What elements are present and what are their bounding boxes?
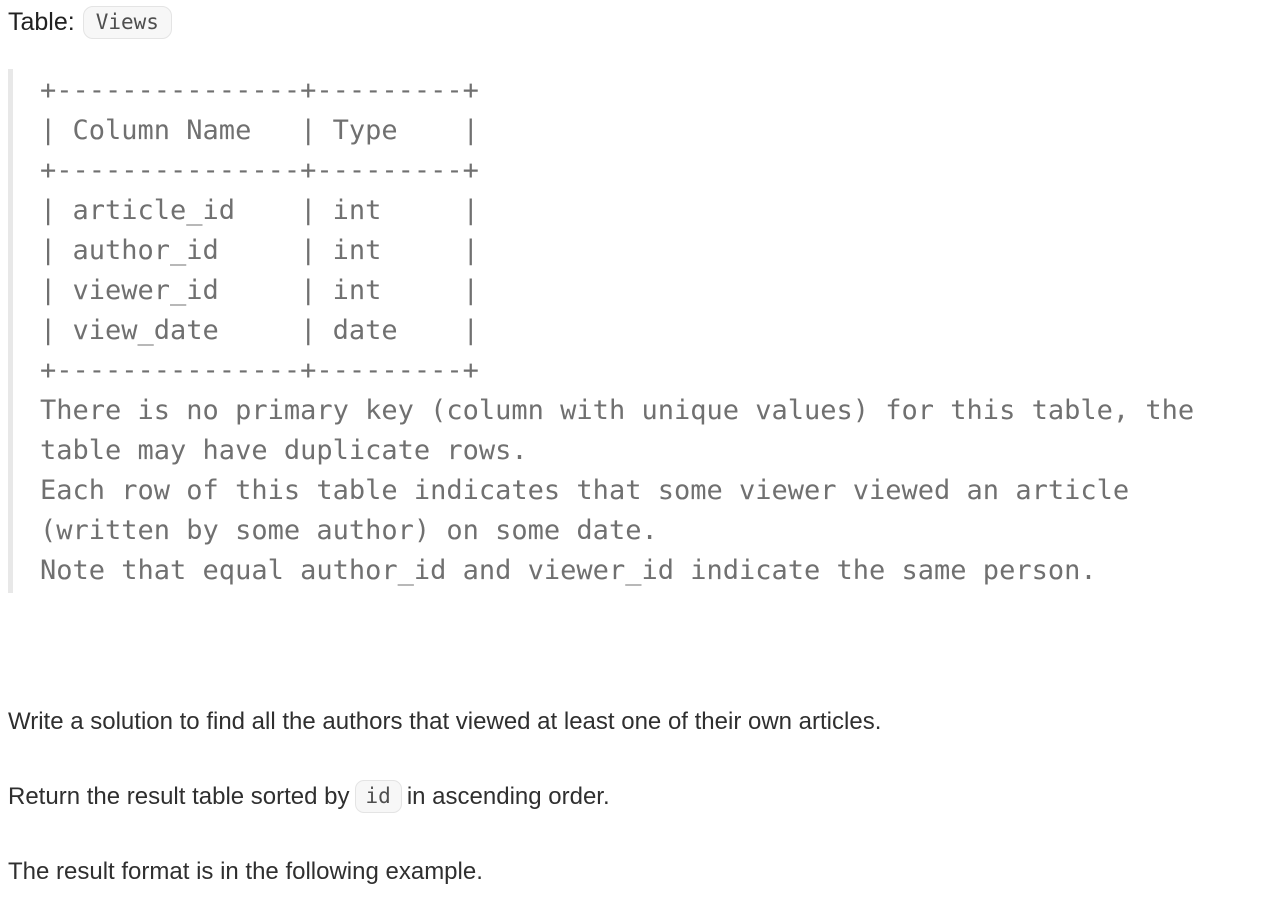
table-name-code: Views [82, 6, 172, 39]
result-format-paragraph: The result format is in the following ex… [8, 858, 483, 885]
sort-text-after: in ascending order. [406, 783, 610, 810]
task-paragraph: Write a solution to find all the authors… [8, 708, 882, 735]
id-code: id [354, 780, 402, 813]
table-title: Table:Views [8, 6, 1278, 39]
table-label: Table: [8, 8, 75, 36]
schema-code-block: +---------------+---------+ | Column Nam… [8, 69, 1278, 593]
sort-text-before: Return the result table sorted by [8, 783, 350, 810]
